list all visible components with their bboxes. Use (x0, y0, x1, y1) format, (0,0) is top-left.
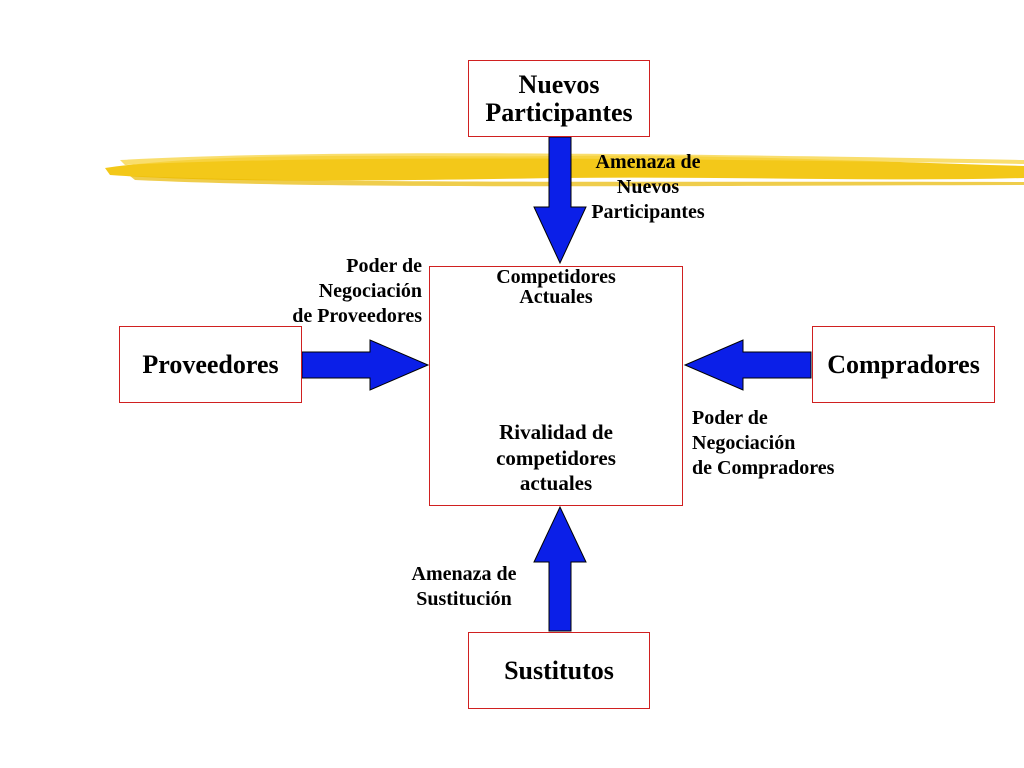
box-current-competitors (429, 266, 683, 506)
box-substitutes: Sustitutos (468, 632, 650, 709)
arrow-buyers (683, 339, 812, 391)
label-buyer-power: Poder de Negociación de Compradores (692, 407, 835, 479)
arrow-suppliers (301, 339, 430, 391)
box-buyers-text: Compradores (827, 349, 980, 379)
label-threat-new-entrants: Amenaza de Nuevos Participantes (591, 151, 705, 223)
box-new-entrants-text: Nuevos Participantes (485, 70, 633, 127)
box-new-entrants: Nuevos Participantes (468, 60, 650, 137)
arrow-substitutes (533, 505, 587, 632)
box-suppliers-text: Proveedores (142, 349, 279, 379)
center-box-caption: Rivalidad de competidores actuales (496, 420, 616, 496)
label-threat-substitution: Amenaza de Sustitución (411, 563, 517, 610)
arrow-new-entrants (533, 136, 587, 265)
box-buyers: Compradores (812, 326, 995, 403)
box-suppliers: Proveedores (119, 326, 302, 403)
box-substitutes-text: Sustitutos (504, 655, 614, 685)
center-box-title: Competidores Actuales (496, 266, 616, 309)
label-supplier-power: Poder de Negociación de Proveedores (292, 255, 422, 327)
